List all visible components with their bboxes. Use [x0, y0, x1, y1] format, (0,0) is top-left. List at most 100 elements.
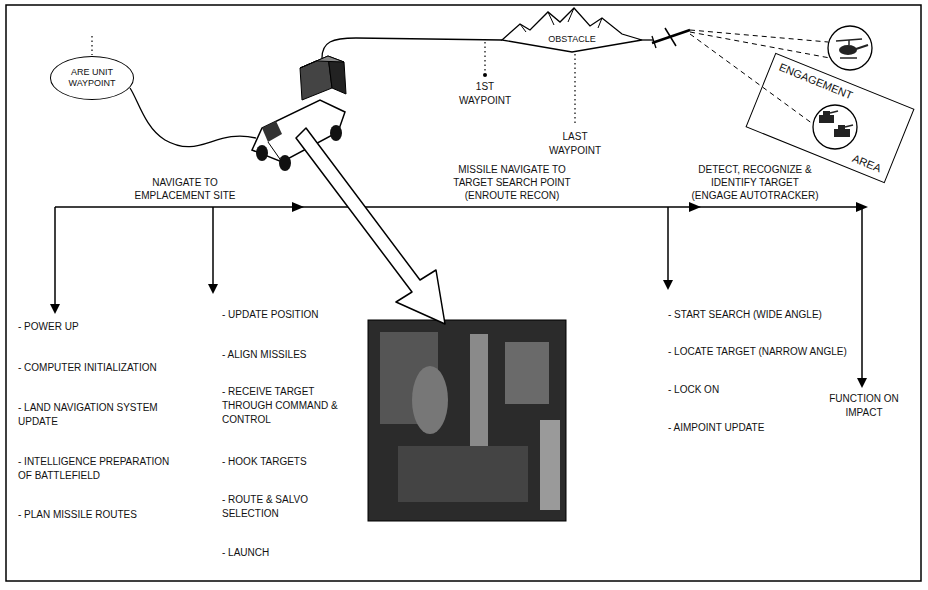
- waypoint-label: 1ST WAYPOINT: [456, 80, 514, 108]
- label-slot: - START SEARCH (WIDE ANGLE): [668, 308, 854, 322]
- mountain-outline: [502, 8, 642, 54]
- helicopter-symbol: [839, 45, 857, 55]
- label-slot: - RECEIVE TARGET THROUGH COMMAND & CONTR…: [222, 385, 360, 427]
- task-item: - LOCK ON: [668, 383, 854, 397]
- missile-fin: [652, 36, 656, 48]
- label-slot: DETECT, RECOGNIZE & IDENTIFY TARGET (ENG…: [689, 163, 821, 202]
- vehicle-wheel: [279, 155, 291, 171]
- mountain-ridge: [548, 12, 554, 25]
- missile-wing: [665, 28, 676, 46]
- task-item: - HOOK TARGETS: [222, 455, 360, 469]
- task-item: - ALIGN MISSILES: [222, 348, 360, 362]
- task-item: - POWER UP: [18, 320, 183, 334]
- node-text: AREA: [850, 152, 883, 175]
- waypoint-leader: [91, 36, 92, 55]
- task-item: - START SEARCH (WIDE ANGLE): [668, 308, 854, 322]
- tank-symbol: [834, 129, 850, 137]
- mountain-outline: [502, 8, 642, 52]
- task-item: - PLAN MISSILE ROUTES: [18, 508, 183, 522]
- seeker-photo: [505, 342, 549, 404]
- label-slot: - INTELLIGENCE PREPARATION OF BATTLEFIEL…: [18, 455, 183, 483]
- phase-drop: [861, 207, 863, 380]
- label-slot: - ROUTE & SALVO SELECTION: [222, 493, 360, 521]
- timeline: [55, 206, 858, 208]
- task-item: - RECEIVE TARGET THROUGH COMMAND & CONTR…: [222, 385, 360, 427]
- engagement-area-box: ENGAGEMENT AREA: [745, 53, 914, 183]
- tank-symbol: [830, 111, 838, 113]
- mountain-ridge: [568, 8, 574, 22]
- missile-launcher: [300, 56, 344, 68]
- task-item: - LAND NAVIGATION SYSTEM UPDATE: [18, 401, 183, 429]
- label-slot: 1ST WAYPOINT: [456, 80, 514, 108]
- waypoint-circle: ARE UNIT WAYPOINT: [50, 56, 134, 100]
- label-slot: FUNCTION ON IMPACT: [826, 392, 902, 420]
- tank-symbol: [838, 125, 845, 130]
- label-slot: MISSILE NAVIGATE TO TARGET SEARCH POINT …: [442, 163, 582, 202]
- label-slot: NAVIGATE TO EMPLACEMENT SITE: [128, 176, 243, 202]
- label-slot: - HOOK TARGETS: [222, 455, 360, 469]
- phase-label: NAVIGATE TO EMPLACEMENT SITE: [128, 176, 243, 202]
- arrow-head: [689, 202, 701, 212]
- seeker-photo: [540, 420, 560, 510]
- target-circle: [828, 26, 872, 70]
- task-item: - LOCATE TARGET (NARROW ANGLE): [668, 345, 854, 359]
- waypoint-leader: [574, 54, 575, 125]
- target-circle: [813, 105, 857, 149]
- task-item: - AIMPOINT UPDATE: [668, 421, 854, 435]
- label-slot: - ALIGN MISSILES: [222, 348, 360, 362]
- tank-symbol: [823, 111, 830, 116]
- tank-symbol: [819, 115, 834, 123]
- obstacle-mountains: OBSTACLE: [502, 8, 642, 54]
- label-slot: LAST WAYPOINT: [546, 130, 604, 158]
- helicopter-symbol: [856, 45, 868, 49]
- helicopter-symbol: [848, 40, 850, 45]
- tank-symbol: [845, 125, 853, 127]
- route-line: [130, 88, 256, 147]
- label-slot: - LAUNCH: [222, 546, 360, 560]
- vehicle-wheel: [330, 125, 342, 141]
- label-slot: - UPDATE POSITION: [222, 308, 360, 322]
- vehicle-wheel: [256, 145, 268, 161]
- arrow-head: [292, 202, 304, 212]
- task-item: - COMPUTER INITIALIZATION: [18, 361, 183, 375]
- seeker-photo: [412, 366, 448, 434]
- helicopter-symbol: [840, 57, 857, 59]
- waypoint-leader: [484, 42, 485, 73]
- result-label: FUNCTION ON IMPACT: [826, 392, 902, 420]
- task-item: - ROUTE & SALVO SELECTION: [222, 493, 360, 521]
- label-slot: - LOCATE TARGET (NARROW ANGLE): [668, 345, 854, 359]
- missile-route: [642, 39, 653, 40]
- phase-drop: [54, 207, 56, 306]
- missile-route: [322, 38, 502, 58]
- label-slot: - POWER UP: [18, 320, 183, 334]
- arrow-head: [663, 280, 673, 290]
- callout-arrow: [296, 128, 445, 324]
- seeker-photo: [398, 446, 528, 502]
- missile-launcher: [300, 56, 332, 100]
- arrow-head: [857, 378, 867, 388]
- sight-line: [690, 32, 830, 58]
- mountain-ridge: [598, 18, 602, 28]
- vehicle-window: [262, 121, 282, 142]
- arrow-head: [50, 304, 60, 314]
- label-slot: - LAND NAVIGATION SYSTEM UPDATE: [18, 401, 183, 429]
- label-slot: - COMPUTER INITIALIZATION: [18, 361, 183, 375]
- phase-label: DETECT, RECOGNIZE & IDENTIFY TARGET (ENG…: [689, 163, 821, 202]
- phase-drop: [212, 207, 214, 286]
- phase-drop: [667, 207, 669, 282]
- phase-label: MISSILE NAVIGATE TO TARGET SEARCH POINT …: [442, 163, 582, 202]
- task-item: - LAUNCH: [222, 546, 360, 560]
- outer-frame: [6, 5, 921, 581]
- label-slot: - LOCK ON: [668, 383, 854, 397]
- waypoint-dot: [483, 73, 487, 77]
- arrow-head: [208, 284, 218, 294]
- label-slot: - PLAN MISSILE ROUTES: [18, 508, 183, 522]
- node-text: OBSTACLE: [548, 34, 595, 45]
- node-text: ENGAGEMENT: [777, 61, 854, 103]
- task-item: - UPDATE POSITION: [222, 308, 360, 322]
- seeker-photo: [368, 320, 566, 521]
